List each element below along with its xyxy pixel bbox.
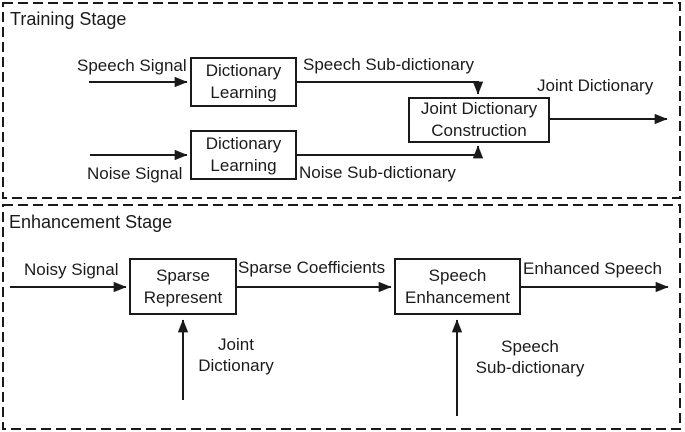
label-enhanced-speech: Enhanced Speech [523,259,662,278]
label-text-line: Speech [501,337,559,356]
box-sparse-represent: Sparse Represent [129,258,237,315]
box-dictionary-learning-noise: Dictionary Learning [190,130,297,180]
box-text-line: Represent [143,287,223,307]
label-joint-dictionary-in: Joint Dictionary [171,334,301,376]
label-speech-sub-dictionary-in: Speech Sub-dictionary [455,336,605,378]
box-text-line: Sparse [156,265,210,285]
training-stage-border [2,2,681,199]
label-noise-sub-dictionary: Noise Sub-dictionary [299,163,456,182]
label-speech-signal: Speech Signal [77,56,187,75]
box-dictionary-learning-speech: Dictionary Learning [190,57,297,107]
enhancement-stage-border [2,204,681,430]
label-noise-signal: Noise Signal [87,164,183,183]
arrow-noise-sub-dictionary [297,145,484,159]
box-text-line: Enhancement [405,287,510,307]
box-joint-dictionary-construction: Joint Dictionary Construction [408,97,550,143]
label-text-line: Dictionary [198,356,274,375]
label-text-line: Joint [218,335,254,354]
box-text-line: Dictionary [205,61,282,80]
label-text-line: Sub-dictionary [475,358,585,377]
box-speech-enhancement: Speech Enhancement [394,258,521,315]
box-text-line: Construction [431,121,527,140]
box-text-line: Joint Dictionary [420,99,538,118]
box-text-line: Speech [428,265,487,285]
enhancement-stage-title: Enhancement Stage [9,212,173,232]
box-text-line: Learning [210,83,277,102]
label-speech-sub-dictionary: Speech Sub-dictionary [303,55,475,74]
label-joint-dictionary-out: Joint Dictionary [537,76,654,95]
box-text-line: Dictionary [205,134,282,153]
label-sparse-coefficients: Sparse Coefficients [238,258,386,277]
arrow-speech-sub-dictionary [297,81,484,95]
label-noisy-signal: Noisy Signal [24,260,119,279]
box-text-line: Learning [210,156,277,175]
training-stage-title: Training Stage [10,9,127,29]
